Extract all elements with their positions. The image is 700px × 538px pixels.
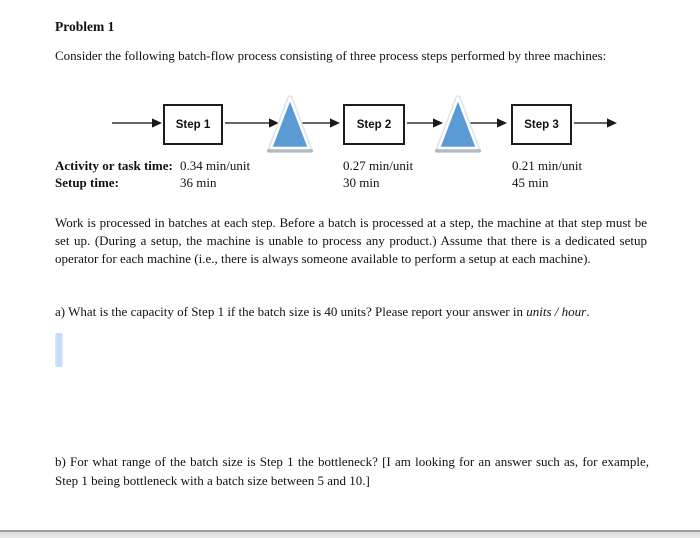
setup-time-row-label: Setup time:	[55, 175, 119, 190]
question-a-units-italic: units / hour	[526, 304, 587, 319]
question-a: a) What is the capacity of Step 1 if the…	[55, 304, 665, 320]
setup-time-step1: 36 min	[180, 175, 217, 190]
buffer-triangle-1	[267, 95, 313, 153]
activity-time-row-label: Activity or task time:	[55, 158, 173, 173]
description-paragraph: Work is processed in batches at each ste…	[55, 215, 647, 266]
setup-time-step2: 30 min	[343, 175, 380, 190]
page-bottom-divider	[0, 530, 700, 538]
problem-title: Problem 1	[55, 19, 115, 34]
step-3-box: Step 3	[511, 104, 572, 145]
selection-highlight-bar	[55, 333, 63, 367]
intro-paragraph: Consider the following batch-flow proces…	[55, 48, 607, 63]
question-a-period: .	[586, 304, 590, 319]
step-1-box: Step 1	[163, 104, 223, 145]
step-2-label: Step 2	[356, 118, 392, 131]
step-1-label: Step 1	[175, 118, 211, 131]
step-2-box: Step 2	[343, 104, 405, 145]
flow-arrowheads	[152, 118, 617, 128]
activity-time-step3: 0.21 min/unit	[512, 158, 583, 173]
activity-time-step1: 0.34 min/unit	[180, 158, 251, 173]
question-b: b) For what range of the batch size is S…	[55, 454, 649, 488]
activity-time-step2: 0.27 min/unit	[343, 158, 414, 173]
process-flow-diagram: Step 1 Step 2 Step 3	[0, 90, 700, 160]
step-3-label: Step 3	[524, 118, 559, 131]
setup-time-step3: 45 min	[512, 175, 549, 190]
question-a-text: a) What is the capacity of Step 1 if the…	[55, 304, 527, 319]
buffer-triangle-2	[435, 95, 481, 153]
flow-diagram-graphics	[112, 95, 617, 153]
